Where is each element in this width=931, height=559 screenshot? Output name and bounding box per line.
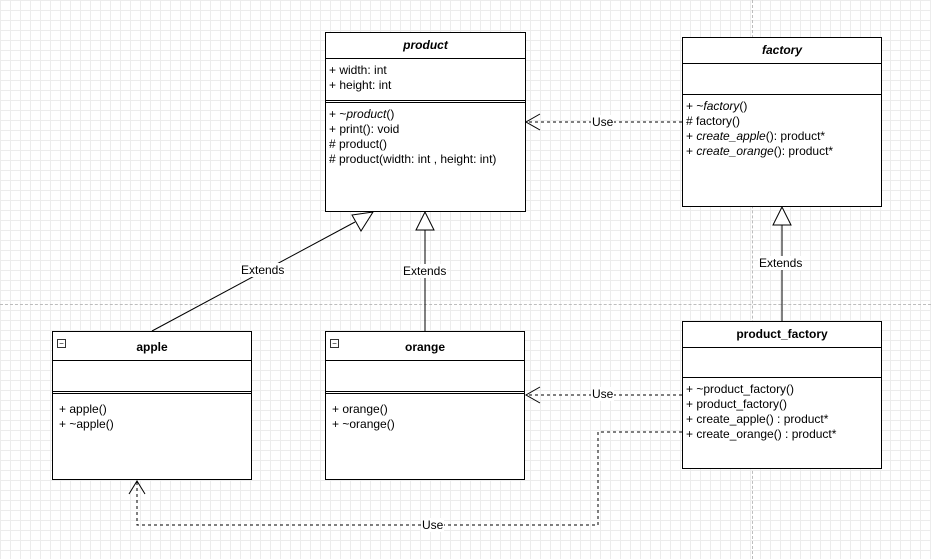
class-product-factory-attributes [683,348,881,378]
class-product-title: product [326,33,525,59]
class-orange-operations: + orange() + ~orange() [326,394,524,436]
class-product-factory-operations: + ~product_factory() + product_factory()… [683,378,881,446]
use-connector-productfactory-apple[interactable] [136,431,682,526]
operation-create-orange: + create_orange() : product* [686,427,837,441]
operation-destructor: + ~factory() [686,99,748,113]
class-apple-attributes [53,361,251,394]
operation-destructor: + ~orange() [332,417,395,431]
class-product-attributes: + width: int + height: int [326,59,525,103]
attribute-height: + height: int [329,78,392,92]
operation-destructor: + ~product_factory() [686,382,795,396]
use-arrowhead-orange [524,386,541,404]
class-apple-title: − apple [53,332,251,361]
use-arrowhead-apple [128,480,146,495]
collapse-icon[interactable]: − [330,339,339,348]
extends-label-orange: Extends [402,264,448,278]
extends-label-apple: Extends [240,263,286,277]
operation-destructor: + ~apple() [59,417,114,431]
operation-create-orange: + create_orange(): product* [686,144,834,158]
operation-constructor: + product_factory() [686,397,788,411]
operation-print: + print(): void [329,122,400,136]
operation-constructor-params: # product(width: int , height: int) [329,152,497,166]
class-orange-attributes [326,361,524,394]
class-factory-title: factory [683,38,881,64]
class-orange[interactable]: − orange + orange() + ~orange() [325,331,525,480]
class-apple-operations: + apple() + ~apple() [53,394,251,436]
class-product-factory-title: product_factory [683,322,881,348]
class-apple[interactable]: − apple + apple() + ~apple() [52,331,252,480]
class-apple-name: apple [136,340,168,354]
class-factory[interactable]: factory + ~factory() # factory() + creat… [682,37,882,207]
operation-create-apple: + create_apple() : product* [686,412,829,426]
attribute-width: + width: int [329,63,387,77]
extends-label-productfactory: Extends [758,256,804,270]
use-label-factory-product: Use [591,115,615,129]
class-product-operations: + ~product() + print(): void # product()… [326,103,525,171]
operation-create-apple: + create_apple(): product* [686,129,826,143]
extends-arrowhead-factory [772,205,792,226]
collapse-icon[interactable]: − [57,339,66,348]
operation-constructor: # product() [329,137,388,151]
use-arrowhead-product [524,113,541,131]
class-factory-attributes [683,64,881,95]
use-label-productfactory-apple: Use [421,518,445,532]
use-label-productfactory-orange: Use [591,387,615,401]
class-product[interactable]: product + width: int + height: int + ~pr… [325,32,526,212]
page-break-horizontal [0,304,931,305]
operation-constructor: + apple() [59,402,107,416]
operation-constructor: # factory() [686,114,741,128]
extends-arrowhead-orange [415,210,435,231]
operation-constructor: + orange() [332,402,388,416]
class-product-factory[interactable]: product_factory + ~product_factory() + p… [682,321,882,469]
extends-arrowhead-apple [351,211,375,232]
page-break-vertical [752,0,753,559]
class-factory-operations: + ~factory() # factory() + create_apple(… [683,95,881,163]
class-orange-name: orange [404,340,445,354]
class-orange-title: − orange [326,332,524,361]
operation-destructor: + ~product() [329,107,395,121]
